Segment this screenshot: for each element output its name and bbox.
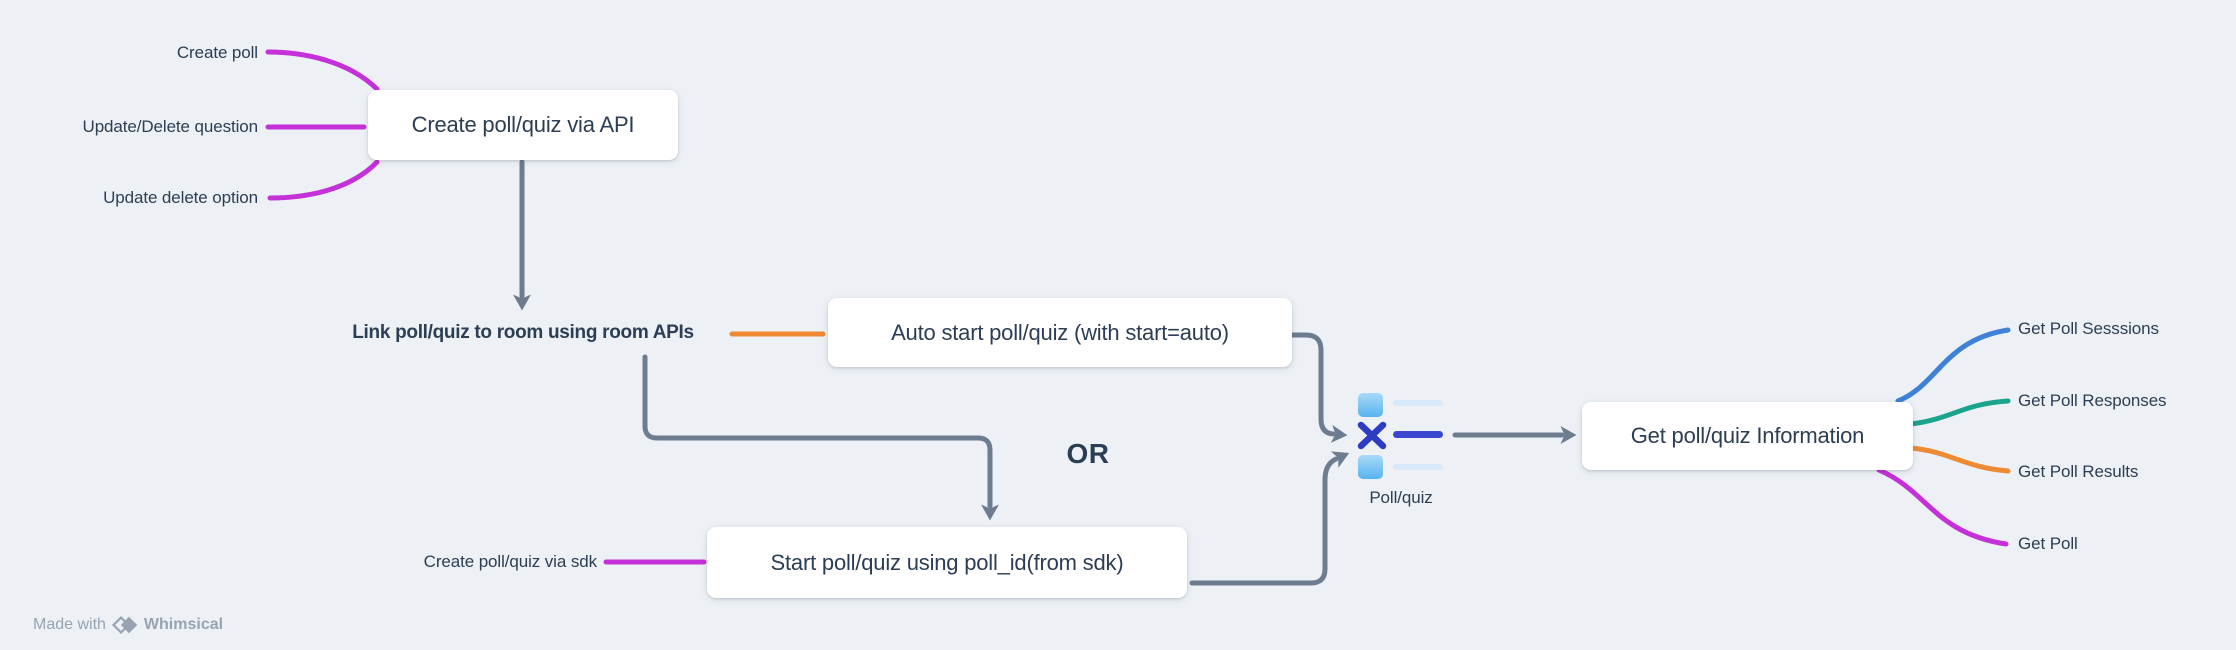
connector-get-poll-sessions <box>1895 327 2011 404</box>
node-get-poll[interactable]: Get Poll <box>2018 534 2078 554</box>
whimsical-logo-icon <box>111 615 138 635</box>
node-get-poll-results[interactable]: Get Poll Results <box>2018 462 2139 482</box>
poll-quiz-icon-line-middle <box>1393 431 1443 438</box>
poll-quiz-icon[interactable] <box>1357 393 1443 479</box>
node-auto-start[interactable]: Auto start poll/quiz (with start=auto) <box>828 298 1292 367</box>
poll-quiz-icon-line-top <box>1393 400 1443 406</box>
node-create-via-sdk[interactable]: Create poll/quiz via sdk <box>423 552 597 572</box>
node-update-delete-option[interactable]: Update delete option <box>103 188 258 208</box>
whimsical-brand-text: Whimsical <box>143 616 224 633</box>
node-get-poll-sessions[interactable]: Get Poll Sesssions <box>2018 319 2159 339</box>
connector-get-poll-responses <box>1908 398 2011 427</box>
or-label: OR <box>1066 437 1110 469</box>
node-create-via-api[interactable]: Create poll/quiz via API <box>368 90 678 160</box>
connector-update-delete-option <box>267 159 380 201</box>
node-start-with-poll-id[interactable]: Start poll/quiz using poll_id(from sdk) <box>707 527 1187 598</box>
arrow-autostart-to-icon <box>1289 332 1348 443</box>
poll-quiz-icon-label: Poll/quiz <box>1369 488 1433 508</box>
node-link-to-room[interactable]: Link poll/quiz to room using room APIs <box>352 322 694 344</box>
node-create-poll[interactable]: Create poll <box>176 43 258 63</box>
node-get-poll-responses[interactable]: Get Poll Responses <box>2018 391 2167 411</box>
poll-quiz-icon-square-bottom <box>1358 455 1383 479</box>
node-update-delete-question[interactable]: Update/Delete question <box>82 117 259 137</box>
poll-quiz-icon-cross <box>1357 421 1387 450</box>
node-get-info[interactable]: Get poll/quiz Information <box>1582 402 1913 470</box>
poll-quiz-icon-line-bottom <box>1393 464 1443 470</box>
connector-get-poll <box>1876 467 2009 547</box>
made-with-text: Made with <box>33 616 106 633</box>
arrow-link-to-start-box <box>642 354 999 521</box>
poll-quiz-icon-square-top <box>1358 393 1383 417</box>
connector-get-poll-results <box>1908 445 2011 474</box>
arrow-start-to-icon <box>1189 451 1350 586</box>
made-with-whimsical-link[interactable]: Made with Whimsical <box>33 614 223 636</box>
connector-create-poll <box>265 49 380 92</box>
